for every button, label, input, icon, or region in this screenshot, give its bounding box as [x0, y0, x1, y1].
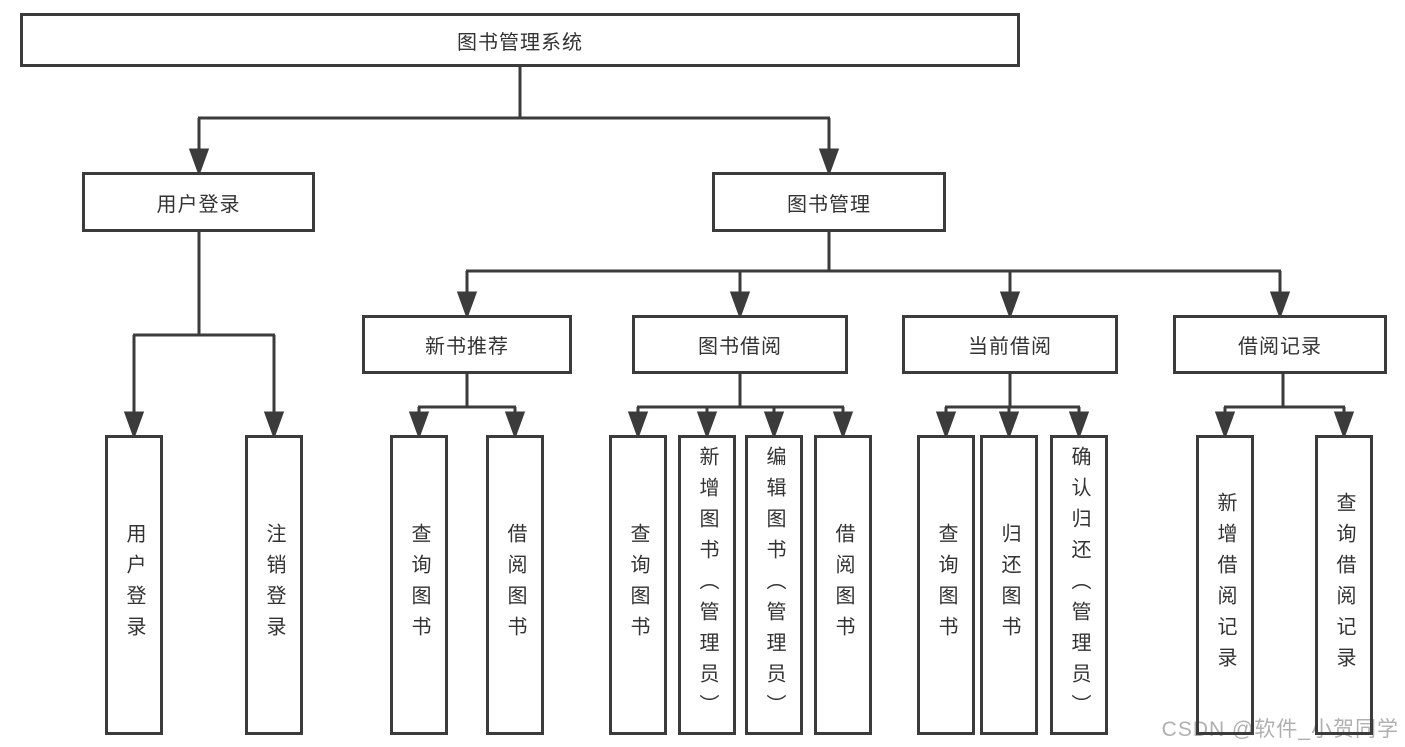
node-book-borrow-label: 图书借阅 [698, 336, 782, 358]
connector-current-borrow [935, 374, 1090, 440]
connector-new-book [408, 374, 526, 440]
leaf-add-books-admin: 新增图书（管理员） [678, 435, 736, 735]
connector-borrow-records [1214, 374, 1355, 440]
leaf-add-borrow-record-label: 新增借阅记录 [1214, 492, 1236, 678]
connector-user-login [123, 232, 285, 440]
node-new-book-recommend: 新书推荐 [362, 315, 572, 374]
leaf-logout-label: 注销登录 [263, 523, 285, 647]
node-new-book-recommend-label: 新书推荐 [425, 336, 509, 358]
leaf-confirm-return-admin: 确认归还（管理员） [1050, 435, 1108, 735]
node-current-borrow-label: 当前借阅 [968, 336, 1052, 358]
csdn-watermark: CSDN @软件_小贺同学 [1161, 718, 1399, 741]
leaf-edit-books-admin: 编辑图书（管理员） [745, 435, 803, 735]
leaf-return-books-label: 归还图书 [998, 523, 1020, 647]
leaf-borrow-books-recommend-label: 借阅图书 [504, 523, 526, 647]
leaf-query-borrow-record-label: 查询借阅记录 [1333, 492, 1355, 678]
node-root-label: 图书管理系统 [457, 31, 583, 54]
leaf-query-books-current-label: 查询图书 [935, 523, 957, 647]
leaf-add-borrow-record: 新增借阅记录 [1196, 435, 1254, 735]
leaf-user-login-label: 用户登录 [123, 523, 145, 647]
node-current-borrow: 当前借阅 [902, 315, 1118, 374]
node-user-login: 用户登录 [82, 172, 315, 232]
leaf-borrow-books-label: 借阅图书 [832, 523, 854, 647]
leaf-user-login: 用户登录 [105, 435, 163, 735]
leaf-confirm-return-admin-label: 确认归还（管理员） [1068, 445, 1090, 725]
leaf-query-books-current: 查询图书 [917, 435, 975, 735]
leaf-logout: 注销登录 [245, 435, 303, 735]
node-book-management: 图书管理 [712, 172, 946, 232]
leaf-query-books-borrow: 查询图书 [609, 435, 667, 735]
connector-book-management [456, 232, 1291, 320]
node-user-login-label: 用户登录 [156, 193, 241, 216]
leaf-borrow-books-recommend: 借阅图书 [486, 435, 544, 735]
leaf-add-books-admin-label: 新增图书（管理员） [696, 445, 718, 725]
connector-root [188, 67, 840, 177]
leaf-query-books-borrow-label: 查询图书 [627, 523, 649, 647]
node-root-system: 图书管理系统 [20, 13, 1020, 67]
node-book-management-label: 图书管理 [787, 193, 871, 216]
leaf-query-borrow-record: 查询借阅记录 [1315, 435, 1373, 735]
leaf-return-books: 归还图书 [980, 435, 1038, 735]
node-borrow-records-label: 借阅记录 [1238, 336, 1322, 358]
leaf-query-books-recommend: 查询图书 [390, 435, 448, 735]
leaf-query-books-recommend-label: 查询图书 [408, 523, 430, 647]
node-borrow-records: 借阅记录 [1173, 315, 1387, 374]
connector-book-borrow [627, 374, 854, 440]
leaf-borrow-books: 借阅图书 [814, 435, 872, 735]
node-book-borrow: 图书借阅 [632, 315, 848, 374]
leaf-edit-books-admin-label: 编辑图书（管理员） [763, 445, 785, 725]
